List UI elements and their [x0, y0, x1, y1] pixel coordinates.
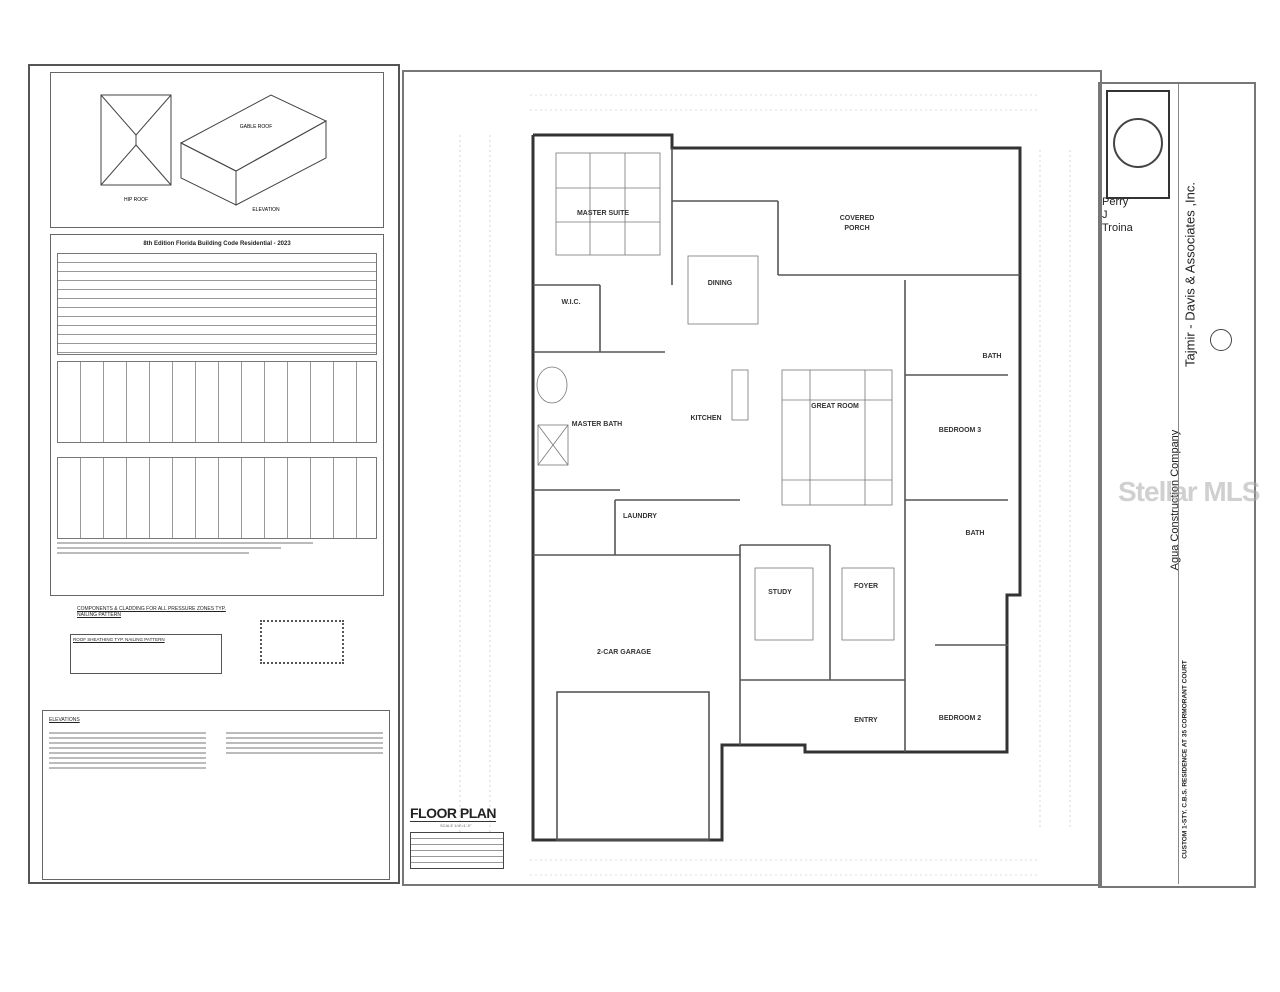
elevation-notes-box: ELEVATIONS [42, 710, 390, 880]
room-label-kitchen: KITCHEN [690, 415, 721, 422]
gable-roof-diagram [179, 94, 328, 206]
room-label-study: STUDY [768, 589, 792, 596]
wind-table-1 [57, 253, 377, 355]
wind-table-3 [57, 457, 377, 539]
room-label-master-suite: MASTER SUITE [577, 210, 629, 217]
roof-sheathing-title: ROOF SHEATHING TYP. NAILING PATTERN [73, 637, 165, 642]
room-label-covered-porch-2: PORCH [844, 225, 869, 232]
notes-title: ELEVATIONS [49, 717, 80, 723]
roof-sheathing-box: ROOF SHEATHING TYP. NAILING PATTERN [70, 634, 222, 674]
room-label-foyer: FOYER [854, 583, 878, 590]
engineer-seal [1106, 90, 1170, 199]
roof-diagram-box: HIP ROOF GABLE ROOF ELEVATION [50, 72, 384, 228]
exterior-walls [531, 133, 1022, 842]
mls-watermark: Stellar MLS [1118, 476, 1260, 507]
hip-roof-label: HIP ROOF [124, 197, 148, 203]
room-label-bedroom-2: BEDROOM 2 [939, 715, 982, 722]
room-label-garage: 2-CAR GARAGE [597, 649, 651, 656]
room-label-bath: BATH [983, 353, 1002, 360]
firm-logo [1210, 329, 1232, 351]
ceiling-grids [536, 152, 895, 641]
code-title: 8th Edition Florida Building Code Reside… [143, 241, 291, 247]
title-block-dividers [1178, 84, 1179, 884]
room-label-bedroom-3: BEDROOM 3 [939, 427, 982, 434]
area-table [410, 832, 504, 869]
hip-roof-diagram [100, 94, 172, 186]
room-label-dining: DINING [708, 280, 733, 287]
engineer-name: Perry J Troina [1102, 196, 1133, 234]
floor-plan-scale: SCALE 1/4"=1'-0" [440, 823, 472, 828]
room-label-master-bath: MASTER BATH [572, 421, 622, 428]
gable-roof-label: GABLE ROOF [240, 124, 273, 130]
code-table-box: 8th Edition Florida Building Code Reside… [50, 234, 384, 596]
room-label-covered-porch: COVERED [840, 215, 875, 222]
left-notes-panel: HIP ROOF GABLE ROOF ELEVATION 8th Editio… [28, 64, 400, 884]
firm-name: Tajmir - Davis & Associates ,Inc. [1182, 182, 1198, 367]
title-block: Perry J Troina Tajmir - Davis & Associat… [1098, 82, 1256, 888]
room-label-entry: ENTRY [854, 717, 878, 724]
interior-walls [533, 148, 1020, 841]
components-title: COMPONENTS & CLADDING FOR ALL PRESSURE Z… [77, 606, 226, 618]
nailing-pattern-diagram [260, 620, 344, 664]
room-label-laundry: LAUNDRY [623, 513, 657, 520]
wind-table-2 [57, 361, 377, 443]
room-label-great-room: GREAT ROOM [811, 403, 859, 410]
room-label-bath-2: BATH [966, 530, 985, 537]
project-name: CUSTOM 1-STY. C.B.S. RESIDENCE AT 35 COR… [1181, 660, 1189, 859]
floor-plan-panel [402, 70, 1102, 886]
roof-diagrams: HIP ROOF GABLE ROOF ELEVATION [100, 94, 328, 213]
floor-plan-title: FLOOR PLAN [410, 805, 497, 822]
dimension-lines [459, 94, 1071, 876]
elevation-label: ELEVATION [252, 207, 280, 213]
room-label-wic: W.I.C. [561, 299, 580, 306]
components-box: COMPONENTS & CLADDING FOR ALL PRESSURE Z… [52, 606, 392, 706]
